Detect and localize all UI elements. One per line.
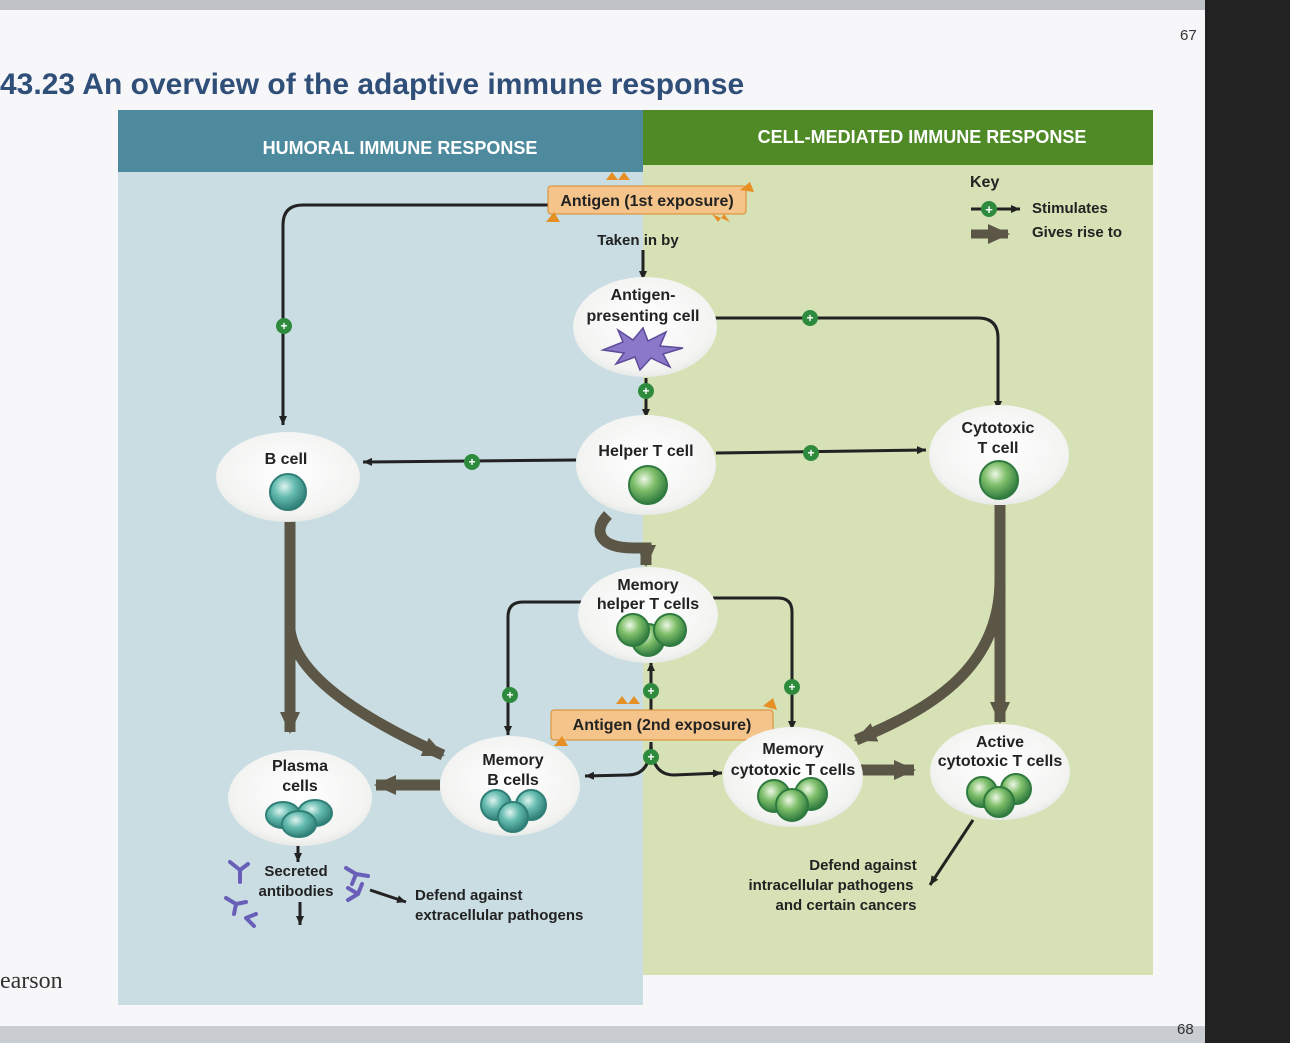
monitor-bezel-right xyxy=(1205,0,1290,1043)
arrow-antibodies-to-defend xyxy=(369,888,407,904)
page-number-top: 67 xyxy=(1180,27,1197,44)
cell-mediated-panel xyxy=(643,110,1153,975)
apc-label-line2: presenting cell xyxy=(587,308,700,325)
antigen-2nd-icons xyxy=(554,696,777,746)
key-gives-rise-label: Gives rise to xyxy=(1032,224,1122,241)
arrow-cytotoxic-to-memory-cyto xyxy=(853,579,1006,746)
cytotoxic-t-node xyxy=(929,405,1069,505)
memory-helper-cells-icon xyxy=(616,613,687,657)
monitor-bezel-top xyxy=(0,0,1205,10)
arrow-helper-to-cytotoxic xyxy=(715,446,927,455)
taken-in-by-label: Taken in by xyxy=(597,232,679,249)
apc-label-line1: Antigen- xyxy=(611,287,676,304)
antigen-1st-exposure-label: Antigen (1st exposure) xyxy=(560,193,733,210)
plasma-cells-icon xyxy=(265,799,333,838)
svg-text:+: + xyxy=(806,311,813,325)
figure-title: 43.23 An overview of the adaptive immune… xyxy=(0,68,745,101)
secreted-antibodies-line2: antibodies xyxy=(258,883,333,900)
svg-text:+: + xyxy=(642,384,649,398)
memory-cyto-label-line2: cytotoxic T cells xyxy=(731,762,856,779)
active-cytotoxic-t-node xyxy=(930,724,1070,820)
antigen-2nd-exposure-label: Antigen (2nd exposure) xyxy=(573,717,752,734)
memory-cytotoxic-cells-icon xyxy=(757,777,828,822)
apc-node xyxy=(573,277,717,377)
b-cell-label: B cell xyxy=(265,451,308,468)
arrow-helper-to-memory-helper xyxy=(594,511,656,567)
svg-text:+: + xyxy=(468,455,475,469)
memory-b-label-line1: Memory xyxy=(482,752,543,769)
humoral-header: HUMORAL IMMUNE RESPONSE xyxy=(263,138,538,158)
memory-cyto-label-line1: Memory xyxy=(762,741,823,758)
cell-mediated-header: CELL-MEDIATED IMMUNE RESPONSE xyxy=(758,127,1087,147)
humoral-header-bar xyxy=(118,110,643,172)
key-plus-icon xyxy=(981,201,997,217)
arrow-memhelper-to-memcyto xyxy=(713,596,796,730)
immune-response-figure: HUMORAL IMMUNE RESPONSE CELL-MEDIATED IM… xyxy=(118,110,1153,1005)
svg-text:+: + xyxy=(807,446,814,460)
stimulate-plus-icons: + + + + + + + + + xyxy=(276,310,819,765)
arrow-apc-to-cytotoxic xyxy=(714,316,1002,410)
key-title: Key xyxy=(970,174,999,191)
cytotoxic-t-label-line2: T cell xyxy=(978,440,1019,457)
defend-extracellular-line1: Defend against xyxy=(415,887,523,904)
active-label-line1: Active xyxy=(976,734,1024,751)
svg-text:+: + xyxy=(506,688,513,702)
defend-intracellular-line1: Defend against xyxy=(809,857,917,874)
antigen-icons xyxy=(546,172,754,222)
b-cell-icon xyxy=(269,473,307,511)
svg-text:+: + xyxy=(647,684,654,698)
arrow-antigen2-to-memcyto xyxy=(649,741,723,778)
arrow-bcell-to-memory-b xyxy=(284,628,446,761)
publisher-footer: earson xyxy=(0,968,63,994)
arrow-memhelper-to-memb xyxy=(504,600,586,735)
helper-t-label: Helper T cell xyxy=(598,443,693,460)
dendritic-cell-icon xyxy=(600,326,684,372)
cell-mediated-header-bar xyxy=(643,110,1153,165)
active-label-line2: cytotoxic T cells xyxy=(938,753,1063,770)
memory-cytotoxic-t-node xyxy=(723,727,863,827)
arrow-antigen1-to-bcell xyxy=(279,203,548,425)
key-stimulates-label: Stimulates xyxy=(1032,200,1108,217)
defend-extracellular-line2: extracellular pathogens xyxy=(415,907,583,924)
cytotoxic-t-label-line1: Cytotoxic xyxy=(962,420,1035,437)
page-number-bottom: 68 xyxy=(1177,1021,1194,1038)
plasma-cells-node xyxy=(228,750,372,846)
svg-text:+: + xyxy=(280,319,287,333)
memory-helper-label-line2: helper T cells xyxy=(597,596,699,613)
svg-text:+: + xyxy=(788,680,795,694)
plasma-label-line2: cells xyxy=(282,778,318,795)
secreted-antibodies-line1: Secreted xyxy=(264,863,327,880)
key-plus-sign: + xyxy=(985,202,993,217)
helper-t-node xyxy=(576,415,716,515)
svg-text:+: + xyxy=(647,750,654,764)
active-cytotoxic-cells-icon xyxy=(966,773,1032,818)
memory-b-label-line2: B cells xyxy=(487,772,539,789)
defend-intracellular-line2: intracellular pathogens xyxy=(748,877,913,894)
plasma-label-line1: Plasma xyxy=(272,758,328,775)
cytotoxic-t-cell-icon xyxy=(979,460,1019,500)
defend-intracellular-line3: and certain cancers xyxy=(776,897,917,914)
arrow-active-to-defend xyxy=(928,819,975,886)
memory-helper-label-line1: Memory xyxy=(617,577,678,594)
monitor-bezel-bottom xyxy=(0,1026,1205,1043)
humoral-panel xyxy=(118,110,643,1005)
antibody-icons xyxy=(224,860,370,928)
helper-t-cell-icon xyxy=(628,465,668,505)
antigen-1st-exposure-box xyxy=(547,185,747,215)
memory-b-cells-icon xyxy=(480,789,547,833)
antigen-2nd-exposure-box xyxy=(550,709,774,741)
